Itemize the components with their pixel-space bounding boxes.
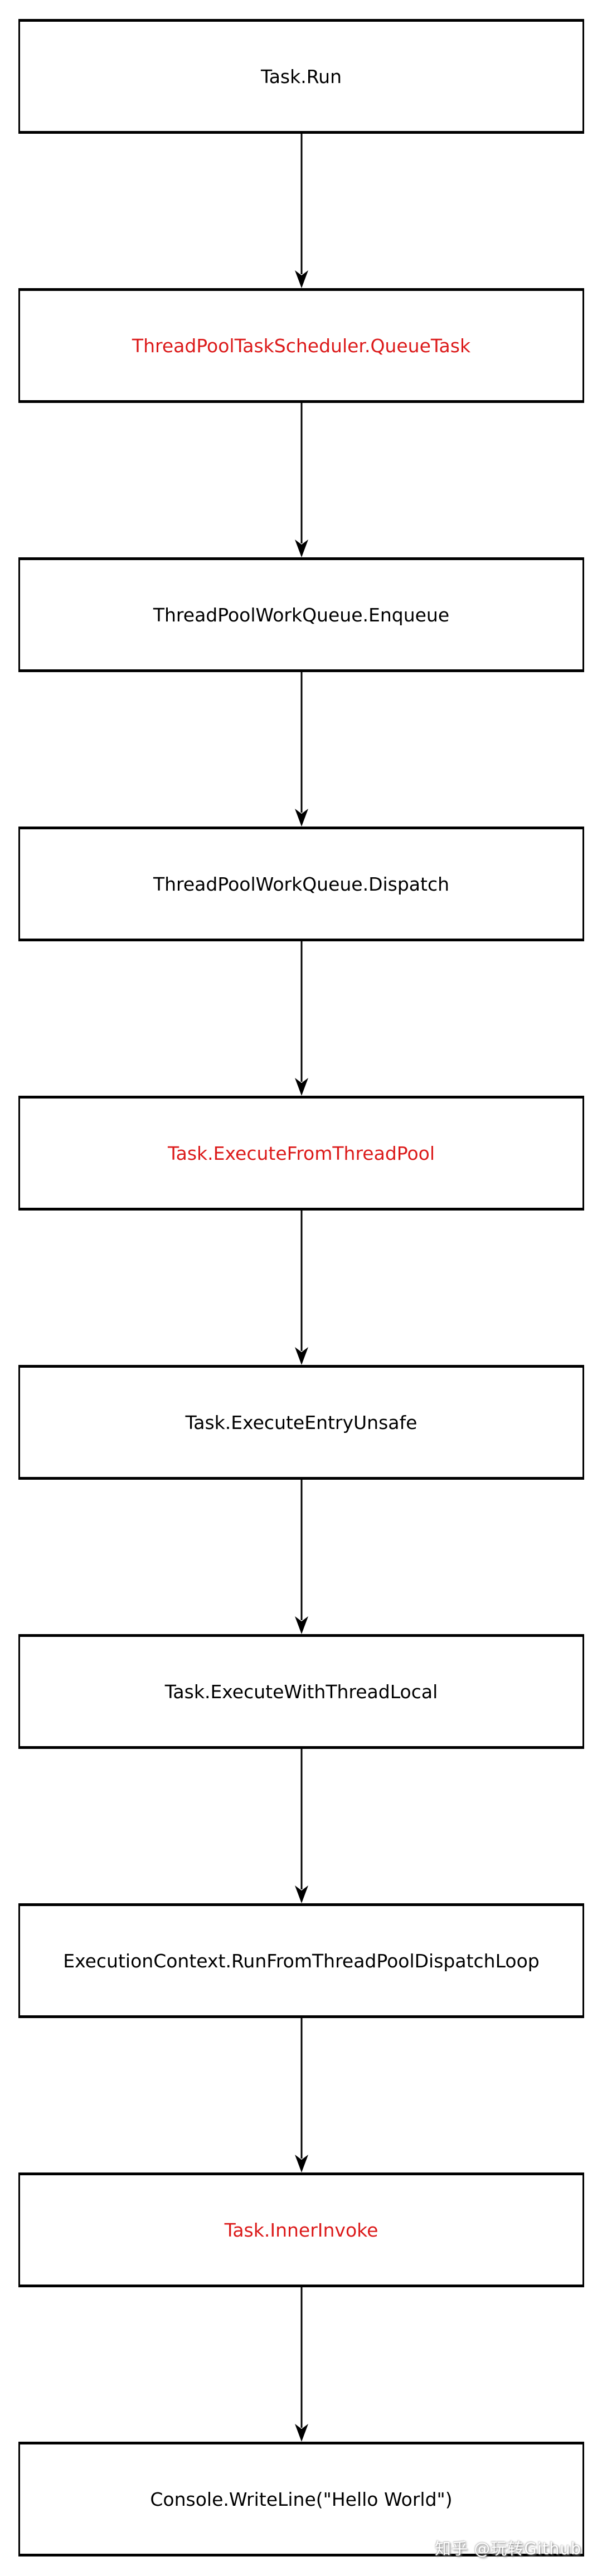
arrow-down-icon — [294, 2018, 308, 2172]
node-label: Task.Run — [261, 65, 342, 88]
flow-node-run-from-thread-pool-dispatch-loop: ExecutionContext.RunFromThreadPoolDispat… — [18, 1903, 584, 2018]
flow-node-execute-from-thread-pool: Task.ExecuteFromThreadPool — [18, 1096, 584, 1211]
node-label: Console.WriteLine("Hello World") — [150, 2488, 453, 2510]
arrow-down-icon — [294, 672, 308, 827]
arrow-down-icon — [294, 403, 308, 557]
flow-node-execute-entry-unsafe: Task.ExecuteEntryUnsafe — [18, 1365, 584, 1480]
node-label: ThreadPoolWorkQueue.Dispatch — [153, 873, 450, 895]
flow-node-enqueue: ThreadPoolWorkQueue.Enqueue — [18, 557, 584, 672]
arrow-down-icon — [294, 941, 308, 1096]
arrow-down-icon — [294, 1480, 308, 1634]
flow-node-inner-invoke: Task.InnerInvoke — [18, 2172, 584, 2287]
watermark: 知乎 @玩转Github — [435, 2539, 582, 2558]
node-label: Task.ExecuteWithThreadLocal — [164, 1680, 438, 1703]
flow-node-console-writeline: Console.WriteLine("Hello World") — [18, 2442, 584, 2556]
arrow-down-icon — [294, 134, 308, 288]
arrow-down-icon — [294, 1749, 308, 1903]
node-label: ExecutionContext.RunFromThreadPoolDispat… — [63, 1950, 540, 1972]
flowchart: Task.Run ThreadPoolTaskScheduler.QueueTa… — [18, 19, 584, 2556]
arrow-down-icon — [294, 1211, 308, 1365]
arrow-down-icon — [294, 2287, 308, 2442]
node-label: ThreadPoolTaskScheduler.QueueTask — [132, 334, 471, 357]
node-label: Task.ExecuteEntryUnsafe — [185, 1411, 417, 1433]
flow-node-execute-with-thread-local: Task.ExecuteWithThreadLocal — [18, 1634, 584, 1749]
flow-node-task-run: Task.Run — [18, 19, 584, 134]
node-label: ThreadPoolWorkQueue.Enqueue — [153, 604, 450, 626]
node-label: Task.InnerInvoke — [224, 2219, 378, 2241]
node-label: Task.ExecuteFromThreadPool — [167, 1142, 435, 1164]
flow-node-dispatch: ThreadPoolWorkQueue.Dispatch — [18, 827, 584, 941]
flow-node-queue-task: ThreadPoolTaskScheduler.QueueTask — [18, 288, 584, 403]
